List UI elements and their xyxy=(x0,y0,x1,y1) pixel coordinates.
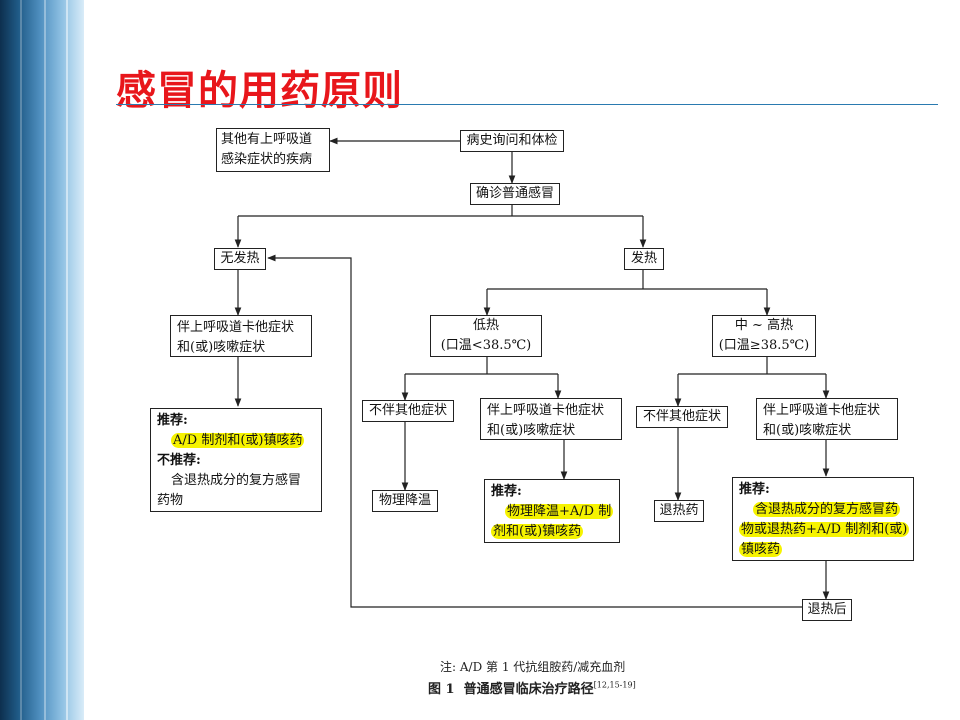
box-text: 病史询问和体检 xyxy=(466,133,558,148)
box-text: 和(或)咳嗽症状 xyxy=(763,423,852,438)
box-diagnosis: 确诊普通感冒 xyxy=(470,183,560,205)
box-text: 感染症状的疾病 xyxy=(221,152,313,167)
figure-caption: 图 1 普通感冒临床治疗路径[12,15-19] xyxy=(428,678,636,697)
rec-label: 推荐: xyxy=(739,482,770,497)
box-high-fever: 中 ~ 高热 (口温≥38.5℃) xyxy=(712,315,816,357)
box-text: 无发热 xyxy=(220,251,260,266)
box-text: (口温<38.5℃) xyxy=(440,338,532,353)
box-text: 不伴其他症状 xyxy=(642,409,721,424)
sidebar-stripe xyxy=(66,0,68,720)
box-text: 和(或)咳嗽症状 xyxy=(177,340,266,355)
line-fever-split xyxy=(487,269,767,290)
box-text: 低热 xyxy=(472,318,499,333)
box-no-fever-symptoms: 伴上呼吸道卡他症状 和(或)咳嗽症状 xyxy=(170,315,312,357)
box-text: 发热 xyxy=(630,251,657,266)
box-text: 其他有上呼吸道 xyxy=(221,132,313,147)
rec-text-line: A/D 制剂和(或)镇咳药 xyxy=(157,431,315,451)
slide-title: 感冒的用药原则 xyxy=(116,68,403,114)
line-low-split xyxy=(405,357,558,375)
figure-label: 图 1 xyxy=(428,682,455,697)
rec-highlight: 剂和(或)镇咳药 xyxy=(491,524,584,539)
box-text: 伴上呼吸道卡他症状 xyxy=(177,320,295,335)
box-text: 和(或)咳嗽症状 xyxy=(487,423,576,438)
title-divider xyxy=(116,104,938,105)
line-high-split xyxy=(678,357,826,375)
box-physical-cooling: 物理降温 xyxy=(372,490,438,512)
box-text: (口温≥38.5℃) xyxy=(718,338,810,353)
box-text: 伴上呼吸道卡他症状 xyxy=(487,403,605,418)
box-after-fever: 退热后 xyxy=(802,599,852,621)
rec-text-line: 剂和(或)镇咳药 xyxy=(491,522,613,542)
rec-highlight: 物或退热药+A/D 制剂和(或) xyxy=(739,522,910,537)
box-text: 退热后 xyxy=(807,602,847,617)
rec-highlight: 镇咳药 xyxy=(739,542,783,557)
box-high-no-other-symptoms: 不伴其他症状 xyxy=(636,406,728,428)
rec-highlight: A/D 制剂和(或)镇咳药 xyxy=(171,433,305,448)
box-text: 退热药 xyxy=(659,503,699,518)
rec-text-line: 含退热成分的复方感冒药 xyxy=(739,500,907,520)
sidebar-stripe xyxy=(20,0,22,720)
rec-text-line: 物理降温+A/D 制 xyxy=(491,502,614,522)
box-history-exam: 病史询问和体检 xyxy=(460,130,564,152)
line-diagnosis-split xyxy=(238,204,643,217)
box-no-fever: 无发热 xyxy=(214,248,266,270)
arrow-after-to-no-fever xyxy=(267,254,802,608)
box-low-recommendation: 推荐: 物理降温+A/D 制 剂和(或)镇咳药 xyxy=(484,479,620,543)
box-antipyretic: 退热药 xyxy=(654,500,704,522)
box-low-catarrh-symptoms: 伴上呼吸道卡他症状 和(或)咳嗽症状 xyxy=(480,398,622,440)
footnote: 注: A/D 第 1 代抗组胺药/减充血剂 xyxy=(440,660,626,674)
rec-label: 推荐: xyxy=(491,484,522,499)
box-text: 物理降温 xyxy=(378,493,431,508)
slide-sidebar xyxy=(0,0,84,720)
box-text: 不伴其他症状 xyxy=(368,403,447,418)
box-text: 确诊普通感冒 xyxy=(475,186,554,201)
notrec-text: 药物 xyxy=(157,493,184,508)
notrec-label: 不推荐: xyxy=(157,453,201,468)
figure-reference: [12,15-19] xyxy=(593,680,636,690)
rec-text-line: 镇咳药 xyxy=(739,540,907,560)
box-high-catarrh-symptoms: 伴上呼吸道卡他症状 和(或)咳嗽症状 xyxy=(756,398,898,440)
box-low-fever: 低热 (口温<38.5℃) xyxy=(430,315,542,357)
box-high-recommendation: 推荐: 含退热成分的复方感冒药 物或退热药+A/D 制剂和(或) 镇咳药 xyxy=(732,477,914,561)
box-no-fever-recommendation: 推荐: A/D 制剂和(或)镇咳药 不推荐: 含退热成分的复方感冒 药物 xyxy=(150,408,322,512)
rec-highlight: 物理降温+A/D 制 xyxy=(505,504,614,519)
rec-highlight: 含退热成分的复方感冒药 xyxy=(753,502,901,517)
box-low-no-other-symptoms: 不伴其他症状 xyxy=(362,400,454,422)
figure-caption-text: 普通感冒临床治疗路径 xyxy=(463,682,594,697)
sidebar-stripe xyxy=(44,0,46,720)
notrec-text: 含退热成分的复方感冒 xyxy=(171,473,302,488)
box-fever: 发热 xyxy=(624,248,664,270)
rec-label: 推荐: xyxy=(157,413,188,428)
box-text: 中 ~ 高热 xyxy=(734,318,794,333)
rec-text-line: 物或退热药+A/D 制剂和(或) xyxy=(739,520,910,540)
box-other-disease: 其他有上呼吸道 感染症状的疾病 xyxy=(216,128,330,172)
box-text: 伴上呼吸道卡他症状 xyxy=(763,403,881,418)
